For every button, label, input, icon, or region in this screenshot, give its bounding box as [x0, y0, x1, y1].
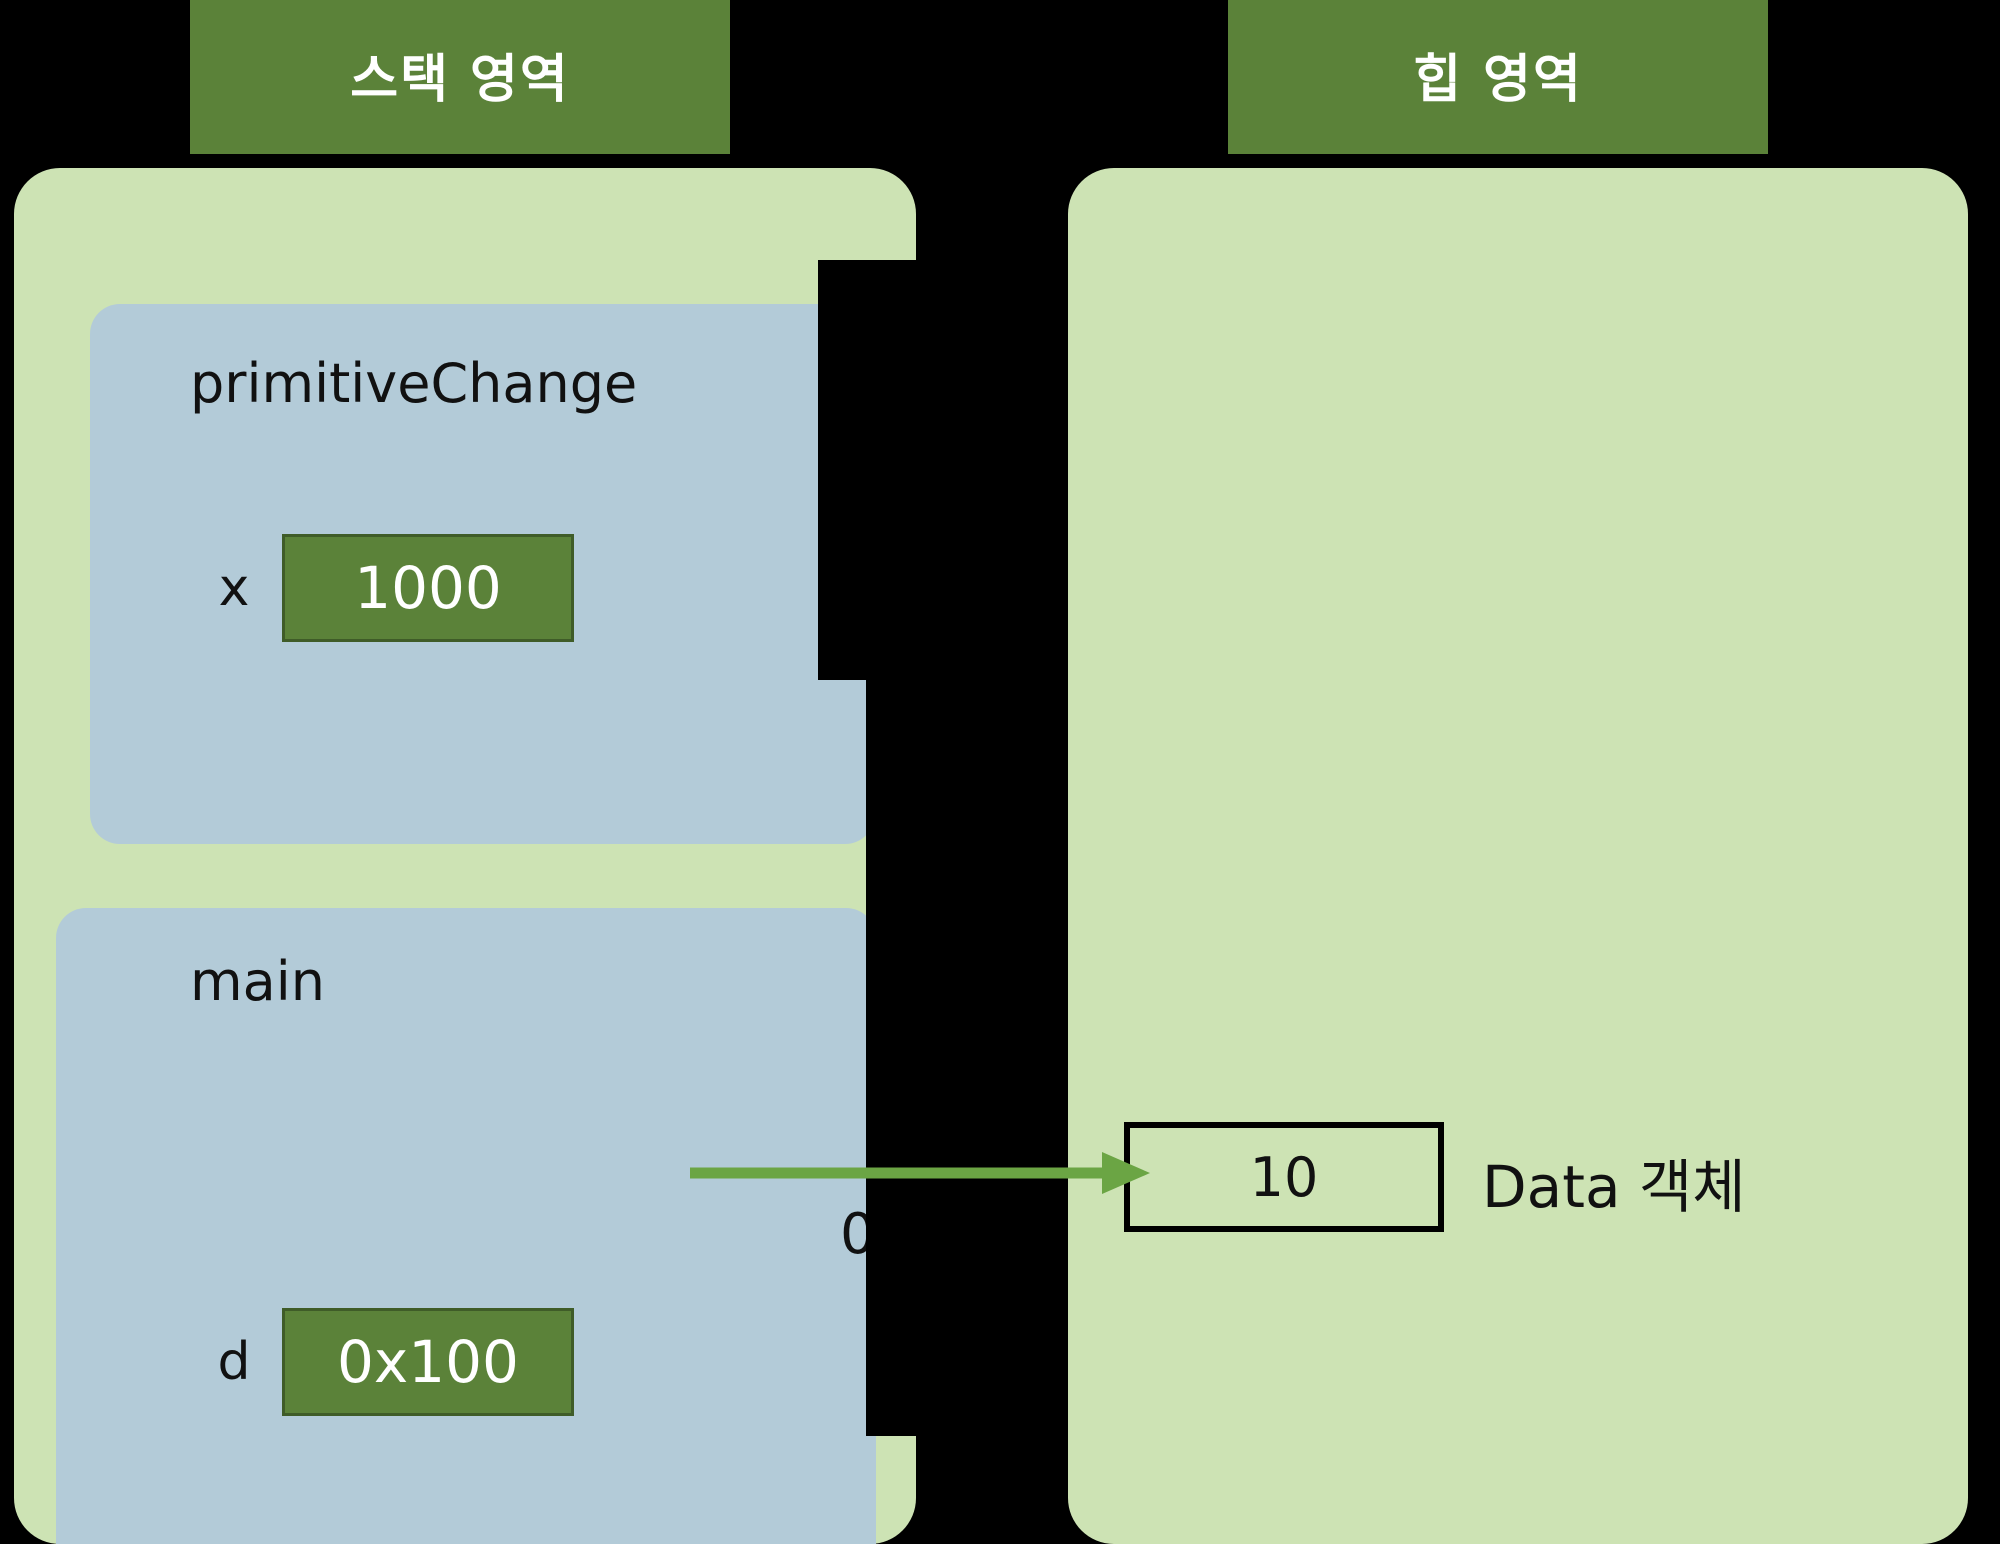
- variable-value-x: 1000: [282, 534, 574, 642]
- variable-row-x: x 1000: [186, 534, 574, 642]
- heap-region-title: 힙 영역: [1413, 49, 1583, 110]
- stack-region-header: 스택 영역: [190, 0, 730, 154]
- background-gap-stack-right-upper: [818, 260, 918, 680]
- variable-name-x: x: [218, 558, 250, 618]
- stack-frame-title: primitiveChange: [190, 352, 638, 415]
- stack-region-panel: primitiveChange x 1000 main d 0x100: [14, 168, 916, 1544]
- variable-name-d: d: [217, 1332, 251, 1392]
- heap-region-panel: [1068, 168, 1968, 1544]
- background-gap-vertical: [916, 0, 1068, 1544]
- background-gap-stack-right-lower: [866, 676, 918, 1436]
- heap-object-label: Data 객체: [1482, 1153, 1746, 1221]
- variable-value-d: 0x100: [282, 1308, 574, 1416]
- stack-frame-main: main d 0x100: [56, 908, 876, 1544]
- stack-frame-title: main: [190, 950, 325, 1013]
- variable-row-d: d 0x100: [186, 1308, 574, 1416]
- background-gap-top-left: [0, 0, 190, 168]
- stack-frame-primitivechange: primitiveChange x 1000: [90, 304, 875, 844]
- stack-region-title: 스택 영역: [350, 49, 570, 110]
- heap-region-header: 힙 영역: [1228, 0, 1768, 154]
- heap-object-value: 10: [1124, 1122, 1444, 1232]
- background-gap-top-right: [1768, 0, 2000, 168]
